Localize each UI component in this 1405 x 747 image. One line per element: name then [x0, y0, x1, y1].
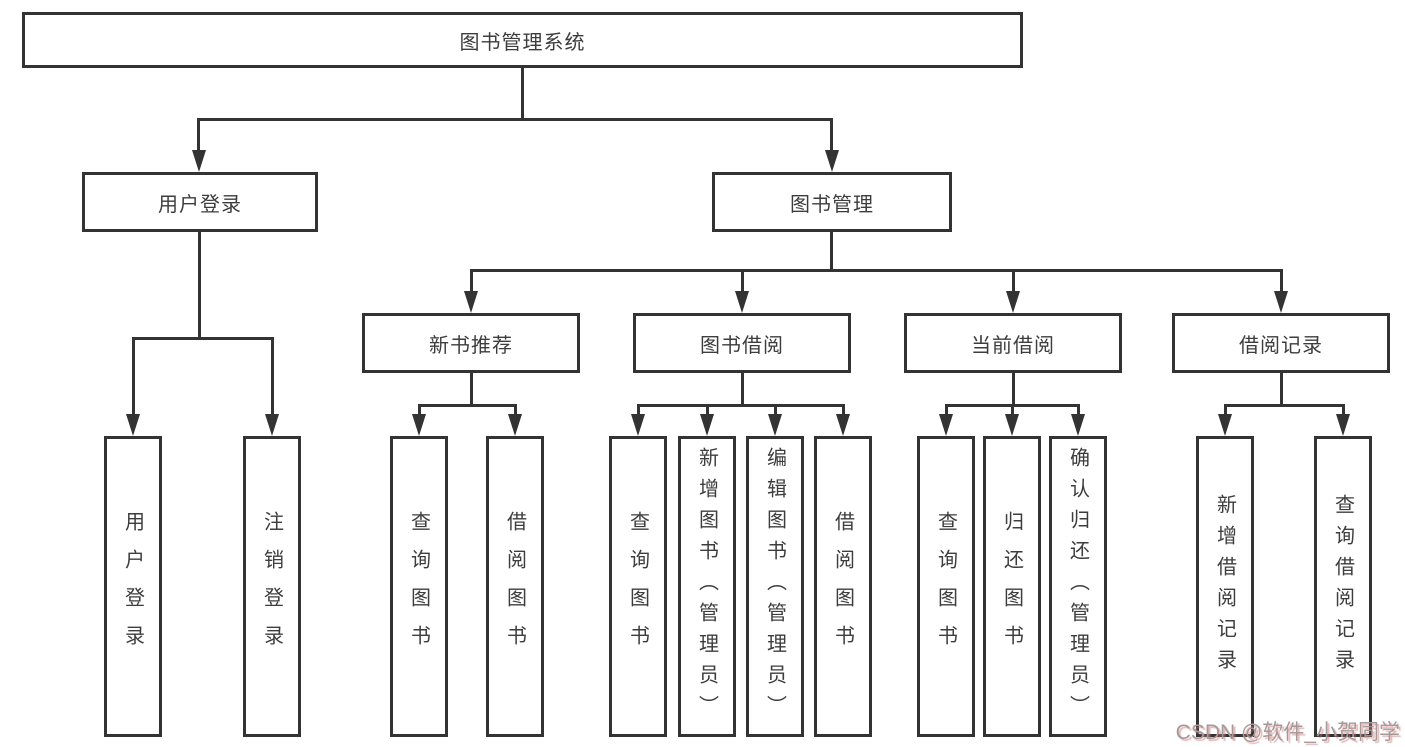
watermark: CSDN @软件_小贺同学	[1175, 721, 1400, 744]
connector-currentborrow-stem	[1012, 373, 1015, 407]
connector-drop-leaf	[271, 337, 274, 417]
leaf-add-book-admin: 新增图书（管理员）	[678, 436, 736, 737]
leaf-label: 归还图书	[1000, 510, 1023, 663]
node-current-borrow: 当前借阅	[904, 313, 1122, 373]
arrowhead-down-icon	[412, 414, 426, 436]
node-book-borrow-label: 图书借阅	[700, 334, 784, 357]
arrowhead-down-icon	[1005, 414, 1019, 436]
leaf-label: 注销登录	[260, 510, 283, 663]
connector-drop-leaf	[945, 404, 948, 416]
connector-drop-l3	[470, 269, 473, 295]
arrowhead-down-icon	[1006, 291, 1020, 313]
node-book-management: 图书管理	[712, 172, 952, 232]
arrowhead-down-icon	[768, 414, 782, 436]
connector-root-stem	[521, 68, 524, 120]
leaf-logout: 注销登录	[243, 436, 301, 737]
node-borrow-records: 借阅记录	[1172, 313, 1390, 373]
arrowhead-down-icon	[700, 414, 714, 436]
connector-records-bar	[1224, 404, 1345, 407]
leaf-query-books: 查询图书	[609, 436, 667, 737]
connector-drop-l3	[741, 269, 744, 295]
node-new-book-recommend-label: 新书推荐	[429, 334, 513, 357]
leaf-label: 新增借阅记录	[1213, 493, 1236, 680]
connector-drop-leaf	[1011, 404, 1014, 416]
leaf-query-books: 查询图书	[390, 436, 448, 737]
connector-drop-book-mgmt	[830, 118, 833, 152]
arrowhead-down-icon	[1071, 414, 1085, 436]
arrowhead-down-icon	[836, 414, 850, 436]
node-library-system-label: 图书管理系统	[459, 31, 586, 54]
leaf-return-book: 归还图书	[983, 436, 1041, 737]
arrowhead-down-icon	[1274, 291, 1288, 313]
node-current-borrow-label: 当前借阅	[971, 334, 1055, 357]
leaf-label: 查询图书	[626, 510, 649, 663]
leaf-label: 新增图书（管理员）	[695, 447, 718, 726]
leaf-label: 查询借阅记录	[1331, 493, 1354, 680]
arrowhead-down-icon	[1336, 414, 1350, 436]
connector-recommend-stem	[470, 373, 473, 407]
arrowhead-down-icon	[939, 414, 953, 436]
connector-userlogin-bar	[132, 337, 274, 340]
node-book-borrow: 图书借阅	[633, 313, 851, 373]
node-new-book-recommend: 新书推荐	[362, 313, 580, 373]
connector-drop-user-login	[197, 118, 200, 152]
connector-bookmgmt-bar	[470, 269, 1283, 272]
connector-drop-l3	[1012, 269, 1015, 295]
leaf-borrow-books: 借阅图书	[486, 436, 544, 737]
leaf-add-borrow-record: 新增借阅记录	[1196, 436, 1254, 737]
connector-drop-leaf	[1224, 404, 1227, 416]
arrowhead-down-icon	[464, 291, 478, 313]
arrowhead-down-icon	[192, 150, 206, 172]
connector-recommend-bar	[418, 404, 517, 407]
leaf-borrow-books: 借阅图书	[814, 436, 872, 737]
node-book-management-label: 图书管理	[790, 193, 874, 216]
leaf-user-login: 用户登录	[104, 436, 162, 737]
connector-drop-leaf	[418, 404, 421, 416]
connector-bookmgmt-stem	[830, 232, 833, 272]
leaf-label: 借阅图书	[831, 510, 854, 663]
arrowhead-down-icon	[508, 414, 522, 436]
connector-drop-leaf	[637, 404, 640, 416]
arrowhead-down-icon	[265, 414, 279, 436]
node-user-login-label: 用户登录	[158, 193, 242, 216]
connector-bookborrow-bar	[637, 404, 845, 407]
leaf-label: 确认归还（管理员）	[1066, 447, 1089, 726]
connector-drop-leaf	[132, 337, 135, 417]
leaf-label: 查询图书	[407, 510, 430, 663]
connector-drop-leaf	[774, 404, 777, 416]
connector-drop-leaf	[1077, 404, 1080, 416]
node-library-system: 图书管理系统	[22, 12, 1023, 68]
node-borrow-records-label: 借阅记录	[1239, 334, 1323, 357]
node-user-login: 用户登录	[82, 172, 318, 232]
arrowhead-down-icon	[825, 150, 839, 172]
connector-bookborrow-stem	[741, 373, 744, 407]
connector-root-bar	[197, 118, 833, 121]
leaf-label: 查询图书	[934, 510, 957, 663]
leaf-label: 借阅图书	[503, 510, 526, 663]
leaf-confirm-return-admin: 确认归还（管理员）	[1049, 436, 1107, 737]
arrowhead-down-icon	[735, 291, 749, 313]
leaf-query-books: 查询图书	[917, 436, 975, 737]
arrowhead-down-icon	[631, 414, 645, 436]
leaf-label: 用户登录	[121, 510, 144, 663]
connector-drop-leaf	[1342, 404, 1345, 416]
leaf-edit-book-admin: 编辑图书（管理员）	[746, 436, 804, 737]
leaf-label: 编辑图书（管理员）	[763, 447, 786, 726]
connector-drop-leaf	[842, 404, 845, 416]
arrowhead-down-icon	[1218, 414, 1232, 436]
connector-drop-l3	[1280, 269, 1283, 295]
connector-drop-leaf	[706, 404, 709, 416]
connector-drop-leaf	[514, 404, 517, 416]
leaf-query-borrow-record: 查询借阅记录	[1314, 436, 1372, 737]
arrowhead-down-icon	[126, 414, 140, 436]
connector-userlogin-stem	[198, 232, 201, 340]
connector-records-stem	[1280, 373, 1283, 407]
